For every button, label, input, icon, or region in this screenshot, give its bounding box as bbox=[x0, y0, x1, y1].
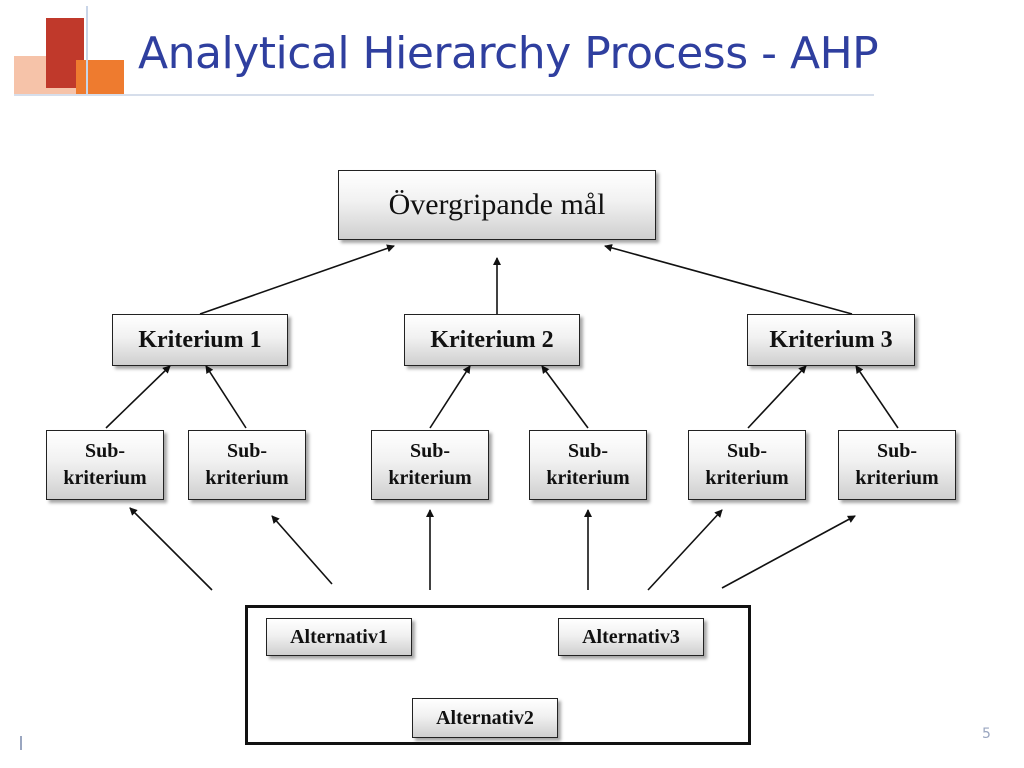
arrow-alts-to-sub2 bbox=[271, 515, 333, 585]
subkriterium-5-line1: Sub- bbox=[726, 440, 768, 462]
subkriterium-4-box: Sub- kriterium bbox=[529, 430, 647, 500]
header-underline bbox=[14, 94, 874, 96]
subkriterium-3-line1: Sub- bbox=[409, 440, 451, 462]
header-deco-vertical-line bbox=[86, 6, 88, 94]
kriterium-3-box: Kriterium 3 bbox=[747, 314, 915, 366]
subkriterium-3-box: Sub- kriterium bbox=[371, 430, 489, 500]
arrow-sub4-to-kriterium2 bbox=[541, 365, 589, 429]
subkriterium-2-line1: Sub- bbox=[226, 440, 268, 462]
subkriterium-5-box: Sub- kriterium bbox=[688, 430, 806, 500]
arrow-sub6-to-kriterium3 bbox=[855, 365, 899, 429]
subkriterium-1-line1: Sub- bbox=[84, 440, 126, 462]
subkriterium-4-line2: kriterium bbox=[546, 467, 630, 489]
subkriterium-1-box: Sub- kriterium bbox=[46, 430, 164, 500]
kriterium-3-label: Kriterium 3 bbox=[769, 326, 893, 353]
subkriterium-2-box: Sub- kriterium bbox=[188, 430, 306, 500]
kriterium-2-box: Kriterium 2 bbox=[404, 314, 580, 366]
arrow-kriterium1-to-goal bbox=[199, 244, 395, 315]
kriterium-1-box: Kriterium 1 bbox=[112, 314, 288, 366]
subkriterium-4-line1: Sub- bbox=[567, 440, 609, 462]
goal-box: Övergripande mål bbox=[338, 170, 656, 240]
arrow-sub3-to-kriterium2 bbox=[429, 365, 471, 429]
subkriterium-5-line2: kriterium bbox=[705, 467, 789, 489]
goal-label: Övergripande mål bbox=[388, 188, 606, 221]
arrow-sub1-to-kriterium1 bbox=[105, 365, 171, 429]
alternativ-3-box: Alternativ3 bbox=[558, 618, 704, 656]
arrow-alts-to-sub6 bbox=[721, 515, 856, 589]
subkriterium-2-line2: kriterium bbox=[205, 467, 289, 489]
alternativ-1-label: Alternativ1 bbox=[290, 625, 388, 648]
alternativ-2-box: Alternativ2 bbox=[412, 698, 558, 738]
arrow-sub2-to-kriterium1 bbox=[205, 365, 247, 429]
alternativ-1-box: Alternativ1 bbox=[266, 618, 412, 656]
arrow-kriterium3-to-goal bbox=[604, 244, 853, 315]
subkriterium-3-line2: kriterium bbox=[388, 467, 472, 489]
kriterium-1-label: Kriterium 1 bbox=[138, 326, 262, 353]
arrow-sub5-to-kriterium3 bbox=[747, 365, 807, 429]
kriterium-2-label: Kriterium 2 bbox=[430, 326, 554, 353]
header-deco-orange-block bbox=[76, 60, 124, 94]
arrow-alts-to-sub1 bbox=[129, 507, 213, 591]
slide-title: Analytical Hierarchy Process - AHP bbox=[138, 28, 879, 79]
subkriterium-6-line1: Sub- bbox=[876, 440, 918, 462]
alternativ-3-label: Alternativ3 bbox=[582, 625, 680, 648]
subkriterium-6-line2: kriterium bbox=[855, 467, 939, 489]
footer-mark bbox=[20, 736, 22, 750]
arrow-alts-to-sub5 bbox=[647, 509, 723, 591]
alternativ-2-label: Alternativ2 bbox=[436, 706, 534, 729]
subkriterium-6-box: Sub- kriterium bbox=[838, 430, 956, 500]
subkriterium-1-line2: kriterium bbox=[63, 467, 147, 489]
page-number: 5 bbox=[982, 726, 991, 742]
